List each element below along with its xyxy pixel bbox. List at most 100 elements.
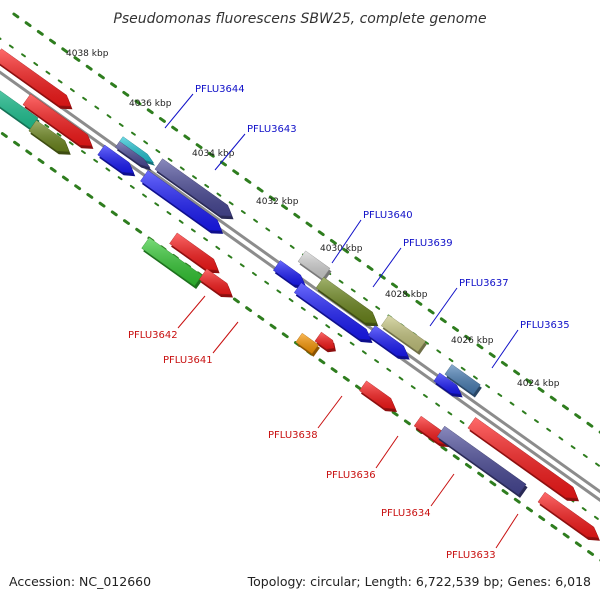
guide-dot bbox=[281, 204, 289, 210]
tick-label: 4032 kbp bbox=[256, 197, 299, 207]
guide-dot bbox=[37, 158, 45, 164]
guide-dot bbox=[500, 360, 508, 367]
guide-dot bbox=[192, 175, 197, 180]
gene-label-text: PFLU3640 bbox=[363, 210, 413, 221]
guide-dot bbox=[110, 210, 118, 217]
guide-dot bbox=[190, 228, 196, 233]
guide-dot bbox=[265, 227, 271, 232]
gene-feature bbox=[141, 237, 204, 289]
gene-feature bbox=[367, 325, 410, 360]
guide-dot bbox=[342, 247, 350, 254]
guide-dot bbox=[154, 202, 160, 207]
guide-dot bbox=[561, 404, 569, 411]
guide-dot bbox=[239, 263, 245, 268]
guide-dot bbox=[264, 280, 270, 285]
guide-dot bbox=[526, 506, 533, 513]
guide-dot bbox=[61, 175, 69, 182]
gene-feature bbox=[0, 48, 73, 110]
guide-dot bbox=[472, 375, 478, 380]
gene-label: PFLU3640 bbox=[331, 210, 413, 264]
gene-label-text: PFLU3633 bbox=[446, 550, 496, 561]
guide-dot bbox=[448, 358, 454, 363]
guide-dot bbox=[276, 289, 282, 294]
guide-dot bbox=[166, 211, 172, 216]
guide-dot bbox=[366, 265, 374, 271]
guide-dot bbox=[33, 61, 39, 67]
guide-dot bbox=[325, 324, 331, 329]
gene-feature bbox=[444, 364, 482, 398]
gene-feature bbox=[272, 260, 307, 289]
guide-dot bbox=[227, 254, 233, 259]
gene-label: PFLU3634 bbox=[381, 473, 455, 519]
guide-dot bbox=[513, 497, 521, 504]
guide-dot bbox=[203, 237, 209, 242]
guide-dot bbox=[228, 201, 234, 206]
guide-dot bbox=[288, 298, 294, 303]
guide-dot bbox=[476, 343, 484, 350]
tick-label: 4036 kbp bbox=[129, 99, 172, 109]
guide-dot bbox=[110, 82, 118, 89]
tick-label: 4024 kbp bbox=[517, 379, 560, 389]
guide-dot bbox=[558, 436, 564, 441]
gene-feature bbox=[28, 119, 71, 155]
guide-dot bbox=[452, 326, 460, 332]
guide-dot bbox=[244, 178, 252, 184]
guide-dot bbox=[363, 297, 368, 302]
guide-dot bbox=[252, 271, 257, 277]
guide-dot bbox=[281, 332, 289, 339]
guide-dot bbox=[361, 350, 367, 355]
gene-feature bbox=[97, 144, 136, 177]
guide-dot bbox=[135, 227, 143, 234]
guide-dot bbox=[460, 366, 466, 371]
guide-dot bbox=[391, 282, 398, 289]
tick-label: 4034 kbp bbox=[192, 149, 235, 159]
gene-label: PFLU3638 bbox=[268, 395, 343, 441]
guide-dot bbox=[337, 332, 343, 337]
guide-dot bbox=[143, 140, 149, 145]
guide-dot bbox=[403, 291, 411, 298]
guide-dot bbox=[489, 480, 497, 487]
guide-dot bbox=[440, 445, 448, 452]
guide-dot bbox=[118, 122, 124, 127]
guide-dot bbox=[513, 369, 521, 376]
guide-dot bbox=[44, 123, 50, 128]
gene-label-text: PFLU3635 bbox=[520, 320, 570, 331]
guide-dot bbox=[386, 367, 392, 372]
guide-dot bbox=[391, 410, 399, 417]
guide-dot bbox=[73, 56, 81, 62]
guide-dot bbox=[130, 131, 136, 136]
gene-feature bbox=[315, 276, 379, 327]
gene-label: PFLU3637 bbox=[429, 278, 509, 327]
guide-dot bbox=[435, 402, 441, 407]
gene-label-text: PFLU3642 bbox=[128, 330, 178, 341]
guide-dot bbox=[171, 125, 179, 132]
guide-dot bbox=[253, 218, 258, 223]
guide-dot bbox=[562, 532, 570, 539]
guide-dot bbox=[452, 454, 460, 461]
guide-dot bbox=[537, 387, 545, 393]
tick-label: 4038 kbp bbox=[66, 49, 109, 59]
guide-dot bbox=[178, 219, 184, 224]
guide-dot bbox=[595, 462, 600, 467]
guide-dot bbox=[349, 341, 355, 346]
guide-dot bbox=[350, 288, 356, 293]
guide-dot bbox=[415, 299, 423, 306]
backbone-line bbox=[0, 61, 600, 494]
guide-dot bbox=[207, 151, 215, 158]
gene-label: PFLU3641 bbox=[163, 321, 239, 366]
gene-feature bbox=[295, 332, 320, 357]
topology-text: Topology: circular; Length: 6,722,539 bp… bbox=[247, 574, 591, 589]
gene-label-text: PFLU3636 bbox=[326, 470, 376, 481]
guide-dot bbox=[550, 523, 558, 530]
gene-label: PFLU3639 bbox=[372, 238, 453, 288]
gene-feature bbox=[169, 232, 220, 274]
guide-dot bbox=[464, 334, 472, 341]
gene-feature bbox=[297, 250, 332, 282]
guide-dot bbox=[329, 238, 337, 245]
guide-dot bbox=[574, 413, 582, 419]
gene-label: PFLU3635 bbox=[491, 320, 570, 369]
guide-dot bbox=[142, 193, 147, 198]
guide-dot bbox=[216, 192, 222, 197]
guide-dot bbox=[232, 169, 240, 176]
guide-dot bbox=[158, 117, 166, 123]
